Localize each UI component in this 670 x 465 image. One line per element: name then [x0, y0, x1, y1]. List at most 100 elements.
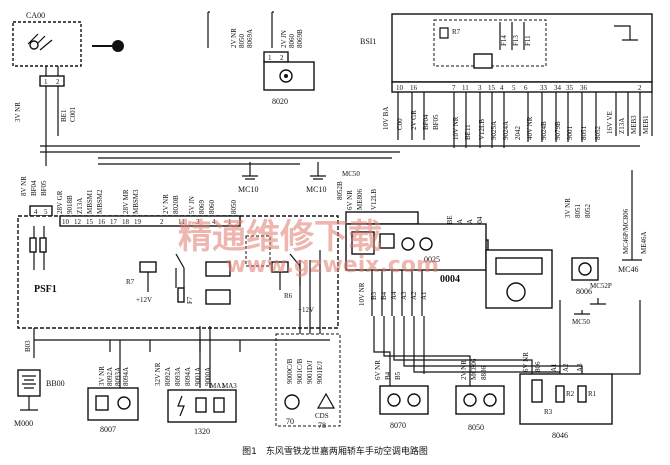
psf1-pin: 4	[34, 208, 38, 216]
bsi-r1: 40V NR	[526, 116, 534, 140]
mf4-fuse	[29, 237, 37, 253]
psf1-f7: F7	[186, 296, 194, 304]
mc50-ground	[574, 310, 590, 315]
c8046-r3-resistor	[531, 379, 543, 403]
w8020-b2: 8060	[288, 34, 296, 49]
c8006-w2: 8051	[574, 204, 582, 219]
c8070-fan-icon	[407, 393, 421, 407]
c8007-component: 3V NR 8092A 8093A 8094A 8007	[87, 366, 139, 434]
bsi1-fuses	[499, 22, 525, 50]
mc50-label: MC50	[572, 318, 590, 326]
c8020-pin-2: 2	[280, 54, 284, 62]
bsi1-fuse-block	[473, 53, 493, 69]
c8046-r1-resistor	[577, 385, 587, 403]
c70-label: 70	[286, 417, 294, 426]
watermark-cn: 精通维修下载	[178, 217, 382, 257]
bsi1-pin: 11	[462, 84, 469, 92]
psf1-pin-strip	[59, 215, 241, 227]
psf1-pin: 16	[98, 218, 106, 226]
psf1-pin: 4	[212, 218, 216, 226]
ca00-w2: BE1	[60, 109, 68, 122]
bb00-ground	[20, 396, 38, 411]
bsi-r3: 9079B	[554, 121, 562, 140]
c0004-b7: A1	[420, 291, 428, 300]
bsi1-label: BSI1	[360, 37, 376, 46]
psf1-fusebox: 8V NR BF04 BF05 4 5 28V GR 9018B Z13A MB…	[17, 176, 339, 329]
c1320-ecu: 32V NR 8092A 8093A 8094A 9001A 9000A MA1…	[154, 362, 237, 436]
c0004-label: 0004	[440, 274, 460, 285]
psf1-pin: 15	[86, 218, 94, 226]
bsi1-box	[391, 13, 653, 83]
psf-g5: MBSM2	[96, 189, 104, 214]
bsi1-f14: F14	[500, 35, 508, 46]
c1320-w7: MA1	[210, 382, 225, 390]
watermark-url: www.gzweix.com	[226, 253, 439, 278]
c8006-w1: 3V NR	[564, 198, 572, 218]
c8050-label: 8050	[468, 423, 484, 432]
bsi-m6: 2042	[514, 126, 522, 141]
c8006-w3: 8052	[584, 204, 592, 219]
psf-g8: 2V NR	[162, 194, 170, 214]
c0004-t3: V12LB	[370, 189, 378, 210]
psf1-pin: 11	[178, 218, 185, 226]
c8046-w1: 6V NR	[522, 352, 530, 372]
c70-w2: 9001C/B	[296, 358, 304, 384]
c8070-component: 6V NR B4 B5 8070	[374, 360, 429, 430]
c8006-component: 3V NR 8051 8052 8006	[564, 198, 599, 296]
bb00-label: BB00	[46, 379, 65, 388]
psf1-module-b	[205, 289, 231, 305]
c8007-sensor-icon	[117, 396, 131, 410]
c0004-b4: A4	[390, 291, 398, 300]
bsi1-pin: 5	[512, 84, 516, 92]
psf1-r6: R6	[284, 292, 293, 300]
bsi1-pin: 4	[500, 84, 504, 92]
c8070-motor-icon	[387, 393, 401, 407]
c0004-screen-icon	[495, 257, 543, 275]
bsi-m4: 9025A	[490, 121, 498, 140]
c1320-lightning-icon	[177, 395, 185, 417]
w8020-a1: 2V NR	[230, 28, 238, 48]
bsi-l3: 2V GR	[410, 110, 418, 130]
c70-gauge-icon	[284, 394, 300, 410]
psf1-mid-pins: 10 12 15 16 17 18 19 2 11 3 4 1	[62, 218, 232, 226]
c8020-pressure-switch: 2V NR 8050 8069A 2V JN 8060 8069B 1 2 80…	[207, 11, 315, 106]
ca00-wires	[45, 66, 59, 166]
ca00-w3: C001	[69, 106, 77, 122]
psf1-pin: 2	[160, 218, 164, 226]
c8046-r2-resistor	[555, 385, 565, 403]
c8046-resistor-pack: 6V NR 806 A1 A2 A3 R3 R2 R1 8046	[519, 352, 613, 440]
c0025-label: 0025	[424, 255, 440, 264]
c8050-w1: 2V NR	[460, 360, 468, 380]
ca00-w1: 3V NR	[14, 102, 22, 122]
key-icon	[112, 40, 124, 52]
mc50-top-label: MC50	[342, 170, 360, 178]
c70-78-box	[275, 333, 341, 427]
bsi1-pin: 35	[566, 84, 574, 92]
bsi1-pins: 10 16 7 11 3 15 4 5 6 33 34 35 36 2	[396, 84, 642, 92]
psf-g11: 8069	[198, 200, 206, 215]
psf-g7: MBSM3	[132, 189, 140, 214]
figure-caption: 图1 东风雪铁龙世嘉两厢轿车手动空调电路图	[242, 447, 428, 457]
c8046-label: 8046	[552, 431, 568, 440]
psf1-relay-coil-1	[139, 261, 157, 273]
ca00-ignition-switch: CA00 1 2 3V NR BE1 C001	[12, 11, 124, 166]
c0004-b1: 10V NR	[358, 282, 366, 306]
bsi1-pin: 2	[638, 84, 642, 92]
c0004-t2: ME806	[356, 189, 364, 211]
c0004-b2: B3	[370, 291, 378, 300]
c8046-r3: R3	[544, 408, 553, 416]
psf1-relay-wiring	[147, 253, 185, 292]
c1320-w4: 8094A	[184, 367, 192, 386]
c1320-w2: 8092A	[164, 367, 172, 386]
bsi1-f11: F11	[524, 35, 532, 46]
c8070-label: 8070	[390, 421, 406, 430]
ca00-switch-icon	[29, 40, 39, 50]
c0004-knob-icon	[506, 282, 526, 302]
bb00-box	[17, 369, 41, 397]
c8007-w2: 8092A	[106, 367, 114, 386]
psf1-pin: 10	[62, 218, 70, 226]
ground-rail	[33, 328, 330, 358]
c1320-injector-icon	[213, 397, 225, 413]
psf-l3: BF05	[40, 180, 48, 196]
c8007-w3: 8093A	[114, 367, 122, 386]
